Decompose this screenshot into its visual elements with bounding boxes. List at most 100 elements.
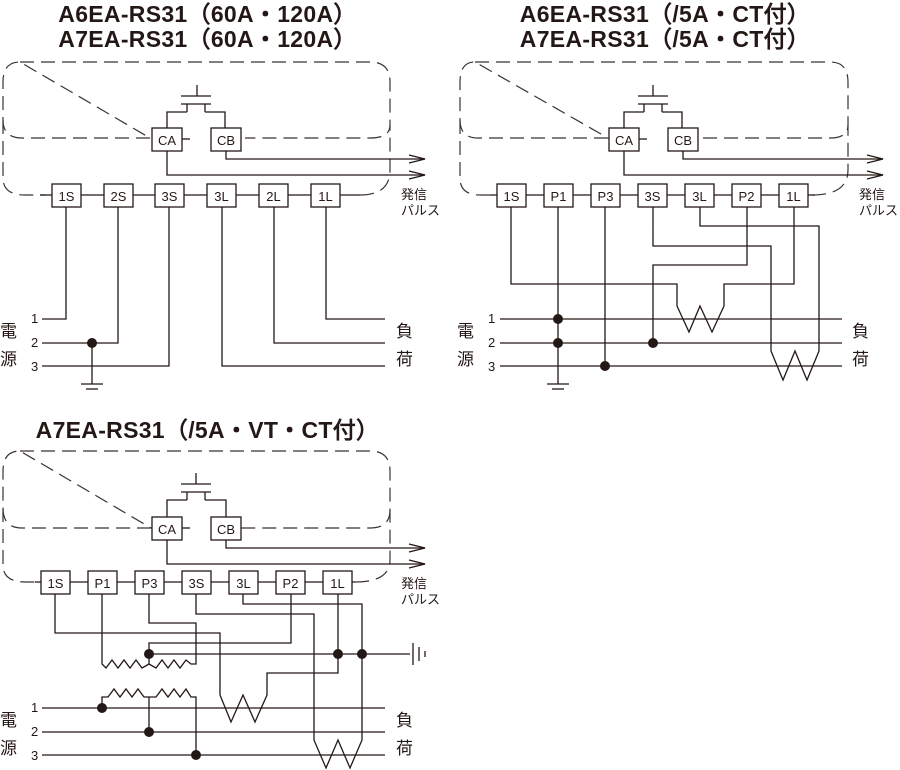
terminal-ca-label: CA bbox=[615, 133, 633, 148]
terminal-label: 3S bbox=[162, 189, 178, 204]
line-number-2: 2 bbox=[488, 335, 495, 350]
pulse-label-line2: パルス bbox=[401, 592, 440, 607]
terminal-label: P3 bbox=[598, 189, 614, 204]
meter-enclosure-outline bbox=[2, 450, 391, 529]
terminal-row: 1S 2S 3S 3L 2L 1L bbox=[51, 183, 341, 208]
ground-icon bbox=[547, 383, 569, 390]
source-label-1: 電 bbox=[0, 322, 17, 341]
pulse-output-line-cb bbox=[225, 540, 425, 549]
wire bbox=[42, 207, 67, 320]
pulse-label-line2: パルス bbox=[401, 203, 440, 218]
terminal-row: 1S P1 P3 3S 3L P2 1L bbox=[496, 183, 809, 208]
diagram2-title-line2: A7EA-RS31（/5A・CT付） bbox=[519, 26, 811, 52]
line-number-2: 2 bbox=[31, 724, 38, 739]
load-label-2: 荷 bbox=[396, 350, 413, 369]
line-number-3: 3 bbox=[31, 748, 38, 763]
terminal-cb-label: CB bbox=[217, 133, 235, 148]
meter-enclosure-outline bbox=[2, 61, 391, 139]
meter-enclosure-lower bbox=[459, 120, 849, 196]
terminal-label: P2 bbox=[739, 189, 755, 204]
terminal-label: 1L bbox=[330, 576, 344, 591]
junction-dot bbox=[191, 750, 201, 760]
load-label-1: 負 bbox=[396, 322, 413, 341]
vt-secondary bbox=[101, 594, 197, 670]
wire bbox=[42, 207, 119, 344]
pulse-contact-icon bbox=[623, 85, 683, 128]
terminal-label: 3L bbox=[214, 189, 228, 204]
wire bbox=[221, 207, 385, 367]
ground-icon bbox=[81, 343, 103, 390]
terminal-label: 3S bbox=[189, 576, 205, 591]
ct-coil-1 bbox=[54, 594, 339, 724]
diagram2: CA CB 発信 パルス 1S P1 P3 3S 3L P2 1L bbox=[457, 61, 898, 390]
terminal-label: 1S bbox=[504, 189, 520, 204]
pulse-contact-icon bbox=[166, 473, 227, 517]
load-label-2: 荷 bbox=[396, 739, 413, 758]
junction-dot bbox=[97, 703, 107, 713]
diagram1-title-line2: A7EA-RS31（60A・120A） bbox=[58, 26, 357, 52]
junction-dot bbox=[648, 338, 658, 348]
junction-dot bbox=[357, 649, 367, 659]
wire bbox=[273, 207, 385, 344]
pulse-contact-icon bbox=[166, 85, 226, 128]
arrow-right-icon bbox=[408, 154, 426, 164]
junction-dot bbox=[553, 314, 563, 324]
terminal-label: P1 bbox=[551, 189, 567, 204]
wire bbox=[652, 207, 748, 343]
pulse-label-line1: 発信 bbox=[859, 187, 885, 202]
diagram3: CA CB 発信 パルス 1S P1 P3 3S 3L P2 1L bbox=[0, 450, 440, 770]
load-label-1: 負 bbox=[852, 322, 869, 341]
terminal-label: P2 bbox=[283, 576, 299, 591]
terminal-label: 2L bbox=[266, 189, 280, 204]
diagram3-title: A7EA-RS31（/5A・VT・CT付） bbox=[0, 418, 415, 443]
source-label-1: 電 bbox=[0, 711, 17, 730]
terminal-cb-label: CB bbox=[674, 133, 692, 148]
source-label-2: 源 bbox=[457, 350, 474, 369]
diagram1: CA CB 発信 パルス 1S 2S 3S 3L 2L 1L bbox=[0, 61, 440, 390]
pulse-output-line-ca bbox=[623, 151, 883, 176]
source-label-2: 源 bbox=[0, 350, 17, 369]
arrow-right-icon bbox=[408, 170, 426, 180]
terminal-label: 3S bbox=[645, 189, 661, 204]
terminal-label: 2S bbox=[111, 189, 127, 204]
diagram3-title-line1: A7EA-RS31（/5A・VT・CT付） bbox=[35, 417, 380, 443]
ct-coil-3 bbox=[195, 594, 363, 770]
diagram1-title-line1: A6EA-RS31（60A・120A） bbox=[58, 1, 357, 27]
wire bbox=[148, 594, 292, 654]
pulse-output-line-cb bbox=[682, 151, 883, 160]
line-number-2: 2 bbox=[31, 335, 38, 350]
terminal-label: 1S bbox=[59, 189, 75, 204]
line-number-1: 1 bbox=[488, 311, 495, 326]
arrow-right-icon bbox=[866, 154, 884, 164]
line-number-3: 3 bbox=[31, 359, 38, 374]
pulse-label-line1: 発信 bbox=[401, 576, 427, 591]
terminal-label: 1L bbox=[786, 189, 800, 204]
load-label-2: 荷 bbox=[852, 350, 869, 369]
meter-enclosure-outline bbox=[459, 61, 849, 139]
pulse-output-line-ca bbox=[166, 151, 425, 176]
diagram2-title-line1: A6EA-RS31（/5A・CT付） bbox=[519, 1, 811, 27]
junction-dot bbox=[600, 361, 610, 371]
line-number-3: 3 bbox=[488, 359, 495, 374]
meter-enclosure-lower bbox=[2, 120, 391, 196]
diagram1-title: A6EA-RS31（60A・120A） A7EA-RS31（60A・120A） bbox=[0, 2, 415, 52]
source-label-1: 電 bbox=[457, 322, 474, 341]
arrow-right-icon bbox=[408, 559, 426, 569]
junction-dot bbox=[333, 649, 343, 659]
wire bbox=[325, 207, 385, 320]
meter-enclosure-lower bbox=[2, 508, 391, 583]
terminal-label: 1S bbox=[48, 576, 64, 591]
wire bbox=[42, 207, 170, 367]
arrow-right-icon bbox=[866, 170, 884, 180]
line-number-1: 1 bbox=[31, 700, 38, 715]
pulse-output-line-ca bbox=[166, 540, 425, 565]
terminal-label: 3L bbox=[236, 576, 250, 591]
terminal-ca-label: CA bbox=[158, 522, 176, 537]
line-number-1: 1 bbox=[31, 311, 38, 326]
ct-coil-1 bbox=[510, 207, 795, 334]
terminal-ca-label: CA bbox=[158, 133, 176, 148]
load-label-1: 負 bbox=[396, 711, 413, 730]
diagram2-title: A6EA-RS31（/5A・CT付） A7EA-RS31（/5A・CT付） bbox=[460, 2, 870, 52]
ground-icon bbox=[412, 643, 426, 665]
